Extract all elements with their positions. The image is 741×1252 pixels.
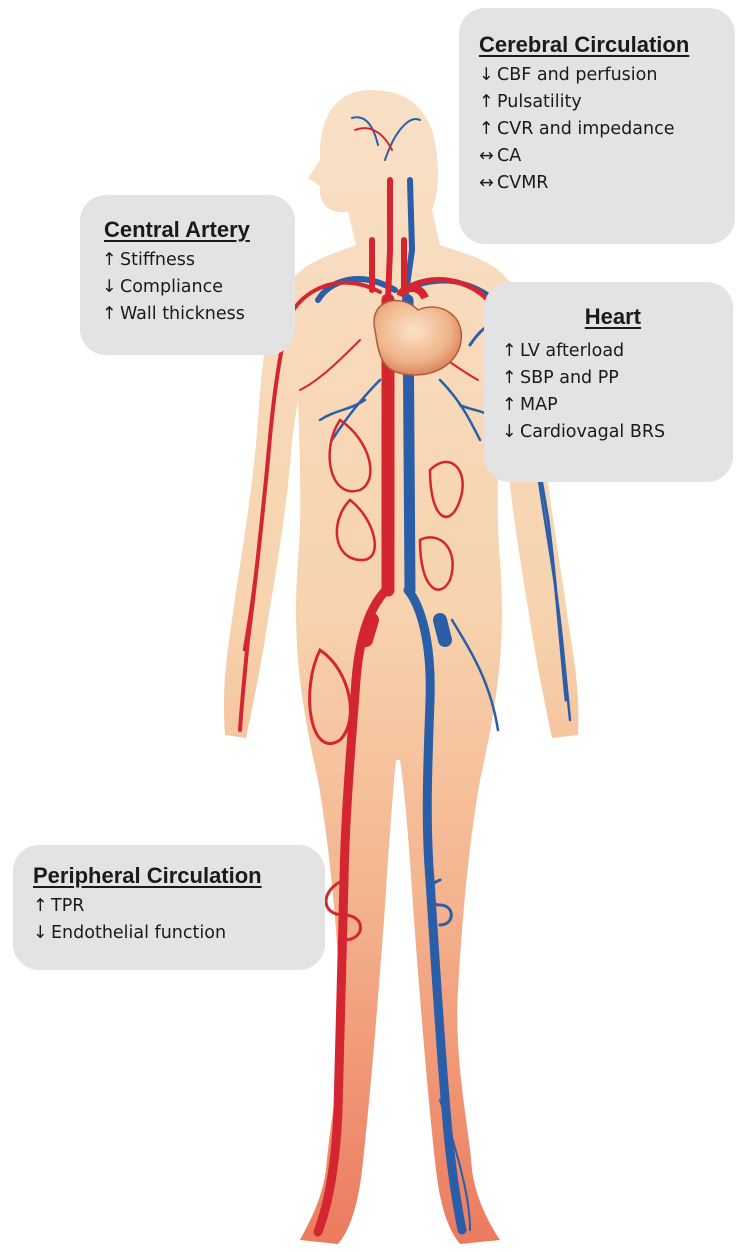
arrow-down-icon: ↓ bbox=[102, 274, 120, 301]
list-item: ↓Compliance bbox=[102, 274, 295, 301]
item-text: CBF and perfusion bbox=[497, 65, 657, 85]
list-item: ↑Stiffness bbox=[102, 247, 295, 274]
heart-box: Heart ↑LV afterload ↑SBP and PP ↑MAP ↓Ca… bbox=[484, 282, 733, 482]
item-text: MAP bbox=[520, 395, 558, 415]
item-text: CVMR bbox=[497, 173, 548, 193]
item-text: Compliance bbox=[120, 277, 223, 297]
arrow-both-icon: ↔ bbox=[479, 143, 497, 170]
list-item: ↑Pulsatility bbox=[479, 89, 735, 116]
peripheral-circulation-box: Peripheral Circulation ↑TPR ↓Endothelial… bbox=[13, 845, 325, 970]
arrow-down-icon: ↓ bbox=[33, 920, 51, 947]
item-text: Stiffness bbox=[120, 250, 195, 270]
list-item: ↑LV afterload bbox=[502, 338, 733, 365]
arrow-up-icon: ↑ bbox=[502, 338, 520, 365]
peripheral-circulation-list: ↑TPR ↓Endothelial function bbox=[33, 893, 325, 947]
item-text: Cardiovagal BRS bbox=[520, 422, 665, 442]
arrow-down-icon: ↓ bbox=[479, 62, 497, 89]
item-text: Pulsatility bbox=[497, 92, 582, 112]
central-artery-title: Central Artery bbox=[104, 217, 295, 243]
arrow-up-icon: ↑ bbox=[102, 301, 120, 328]
list-item: ↓Cardiovagal BRS bbox=[502, 419, 733, 446]
list-item: ↔CA bbox=[479, 143, 735, 170]
list-item: ↔CVMR bbox=[479, 170, 735, 197]
peripheral-circulation-title: Peripheral Circulation bbox=[33, 863, 325, 889]
item-text: SBP and PP bbox=[520, 368, 619, 388]
list-item: ↓CBF and perfusion bbox=[479, 62, 735, 89]
arrow-up-icon: ↑ bbox=[102, 247, 120, 274]
list-item: ↑CVR and impedance bbox=[479, 116, 735, 143]
cerebral-circulation-list: ↓CBF and perfusion ↑Pulsatility ↑CVR and… bbox=[479, 62, 735, 197]
central-artery-list: ↑Stiffness ↓Compliance ↑Wall thickness bbox=[102, 247, 295, 328]
central-artery-box: Central Artery ↑Stiffness ↓Compliance ↑W… bbox=[80, 195, 295, 355]
item-text: LV afterload bbox=[520, 341, 624, 361]
cerebral-circulation-title: Cerebral Circulation bbox=[479, 32, 735, 58]
list-item: ↓Endothelial function bbox=[33, 920, 325, 947]
list-item: ↑Wall thickness bbox=[102, 301, 295, 328]
arrow-up-icon: ↑ bbox=[479, 116, 497, 143]
item-text: CVR and impedance bbox=[497, 119, 675, 139]
cerebral-circulation-box: Cerebral Circulation ↓CBF and perfusion … bbox=[459, 8, 735, 244]
arrow-up-icon: ↑ bbox=[479, 89, 497, 116]
item-text: Wall thickness bbox=[120, 304, 245, 324]
arrow-up-icon: ↑ bbox=[502, 365, 520, 392]
arrow-up-icon: ↑ bbox=[33, 893, 51, 920]
arrow-both-icon: ↔ bbox=[479, 170, 497, 197]
arrow-down-icon: ↓ bbox=[502, 419, 520, 446]
item-text: CA bbox=[497, 146, 521, 166]
item-text: TPR bbox=[51, 896, 84, 916]
heart-list: ↑LV afterload ↑SBP and PP ↑MAP ↓Cardiova… bbox=[502, 338, 733, 446]
list-item: ↑TPR bbox=[33, 893, 325, 920]
item-text: Endothelial function bbox=[51, 923, 226, 943]
arrow-up-icon: ↑ bbox=[502, 392, 520, 419]
list-item: ↑SBP and PP bbox=[502, 365, 733, 392]
heart-title: Heart bbox=[502, 304, 733, 330]
list-item: ↑MAP bbox=[502, 392, 733, 419]
